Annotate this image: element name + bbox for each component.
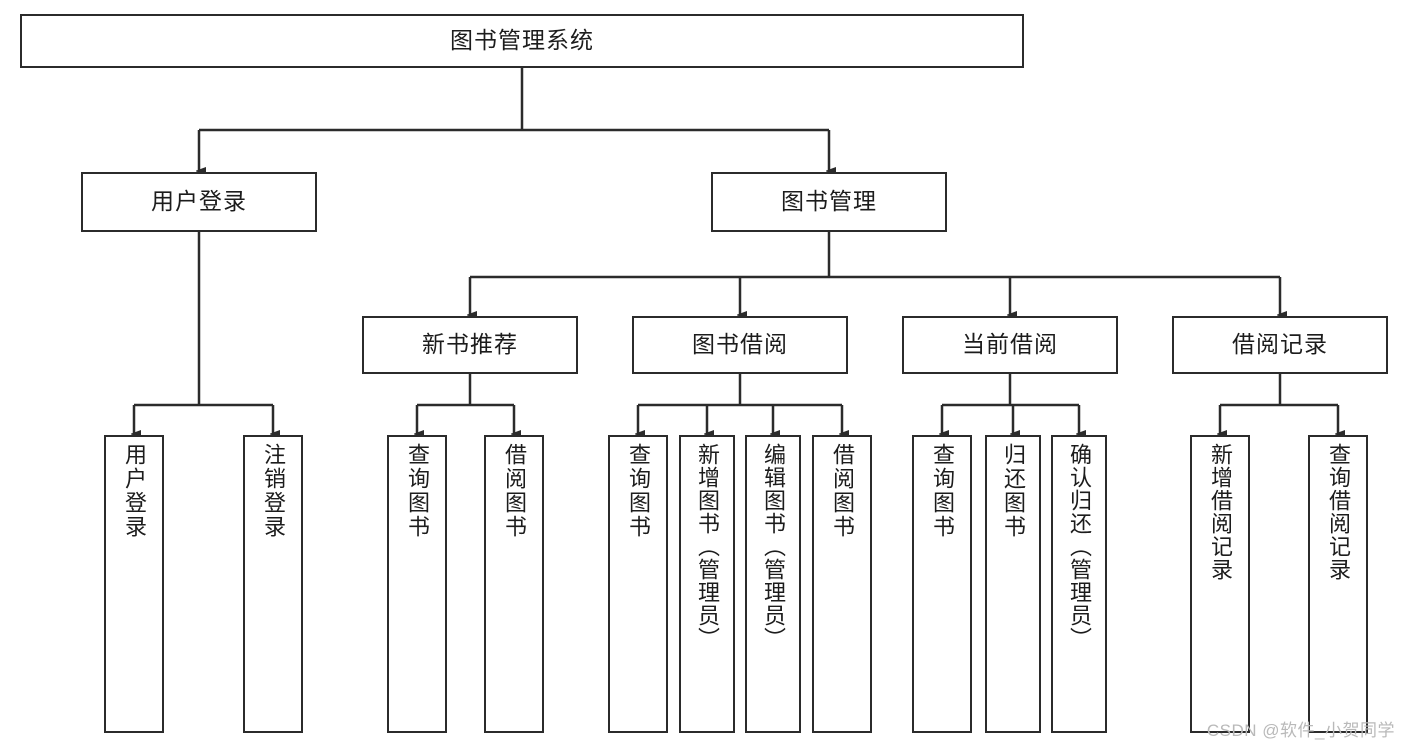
node-leaf-borrow-book-2: 借阅图书: [812, 435, 872, 733]
node-leaf-query-book-3: 查询图书: [912, 435, 972, 733]
watermark-text: CSDN @软件_小贺同学: [1206, 721, 1395, 740]
node-leaf-confirm-return: 确认归还（管理员）: [1051, 435, 1107, 733]
node-leaf-add-book: 新增图书（管理员）: [679, 435, 735, 733]
node-leaf-borrow-book-1-label: 借阅图书: [501, 443, 527, 539]
node-current-borrow-label: 当前借阅: [962, 331, 1058, 358]
node-book-borrow: 图书借阅: [632, 316, 848, 374]
node-leaf-logout: 注销登录: [243, 435, 303, 733]
node-root-root: 图书管理系统: [20, 14, 1024, 68]
node-leaf-borrow-book-2-label: 借阅图书: [829, 443, 855, 539]
node-leaf-return-book: 归还图书: [985, 435, 1041, 733]
node-leaf-edit-book: 编辑图书（管理员）: [745, 435, 801, 733]
node-borrow-record-label: 借阅记录: [1232, 331, 1328, 358]
node-leaf-query-record-label: 查询借阅记录: [1325, 443, 1351, 581]
node-leaf-add-record: 新增借阅记录: [1190, 435, 1250, 733]
node-leaf-add-book-label: 新增图书（管理员）: [694, 443, 720, 650]
node-root-root-label: 图书管理系统: [450, 27, 594, 54]
node-leaf-query-book-1-label: 查询图书: [404, 443, 430, 539]
node-leaf-confirm-return-label: 确认归还（管理员）: [1066, 443, 1092, 650]
node-leaf-user-login: 用户登录: [104, 435, 164, 733]
node-leaf-query-book-2: 查询图书: [608, 435, 668, 733]
node-book-management: 图书管理: [711, 172, 947, 232]
node-user-login: 用户登录: [81, 172, 317, 232]
node-leaf-user-login-label: 用户登录: [121, 443, 147, 539]
node-leaf-borrow-book-1: 借阅图书: [484, 435, 544, 733]
node-new-book-recommend-label: 新书推荐: [422, 331, 518, 358]
node-current-borrow: 当前借阅: [902, 316, 1118, 374]
node-leaf-edit-book-label: 编辑图书（管理员）: [760, 443, 786, 650]
node-leaf-query-book-3-label: 查询图书: [929, 443, 955, 539]
node-book-management-label: 图书管理: [781, 188, 877, 215]
node-book-borrow-label: 图书借阅: [692, 331, 788, 358]
node-leaf-return-book-label: 归还图书: [1000, 443, 1026, 539]
node-leaf-query-record: 查询借阅记录: [1308, 435, 1368, 733]
node-leaf-query-book-2-label: 查询图书: [625, 443, 651, 539]
node-borrow-record: 借阅记录: [1172, 316, 1388, 374]
node-new-book-recommend: 新书推荐: [362, 316, 578, 374]
node-leaf-query-book-1: 查询图书: [387, 435, 447, 733]
node-leaf-add-record-label: 新增借阅记录: [1207, 443, 1233, 581]
node-user-login-label: 用户登录: [151, 188, 247, 215]
node-leaf-logout-label: 注销登录: [260, 443, 286, 539]
